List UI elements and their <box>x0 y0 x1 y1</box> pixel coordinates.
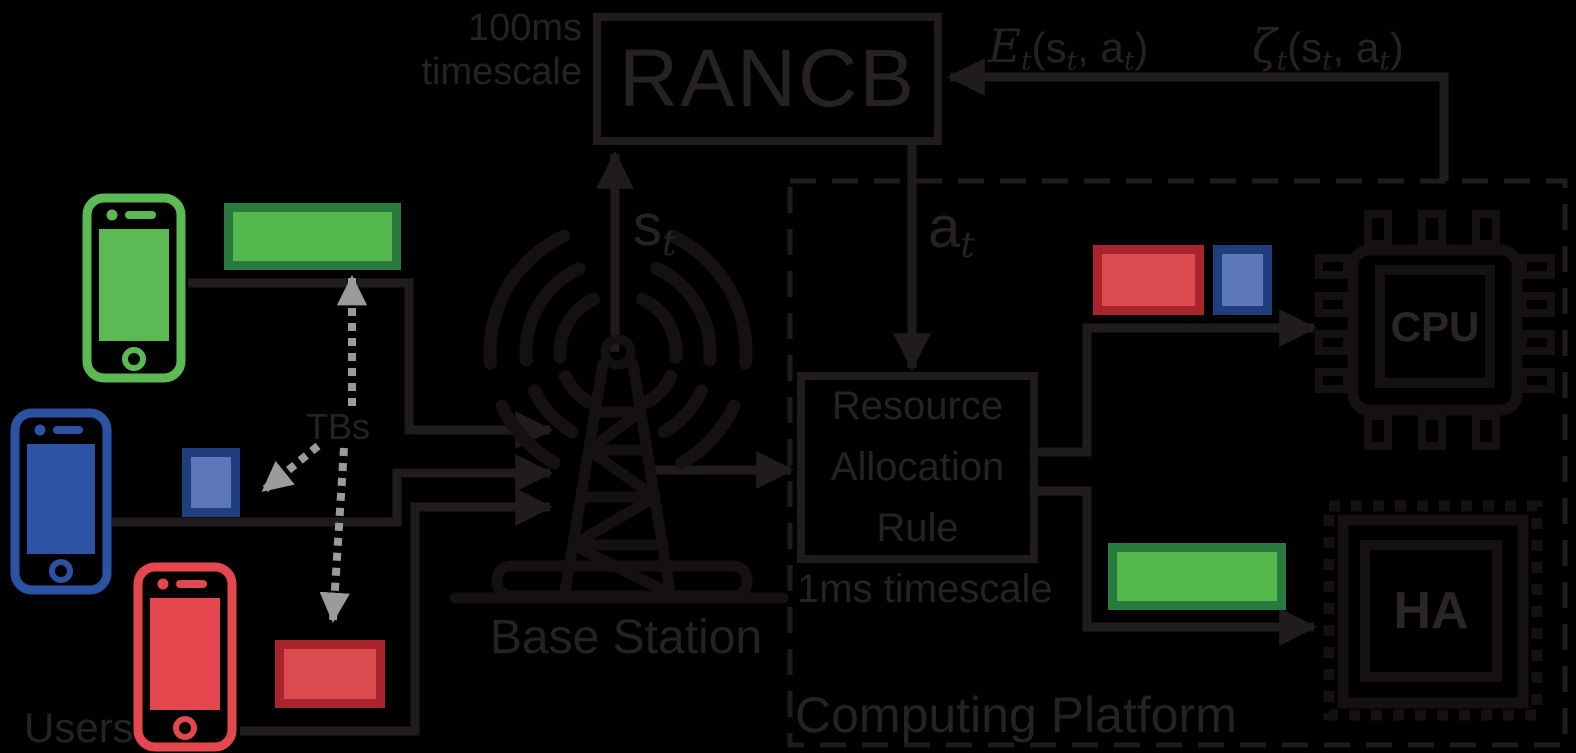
rancb-label: RANCB <box>618 33 917 124</box>
cost-fn: ζ <box>1252 20 1277 73</box>
cpu-label: CPU <box>1390 302 1480 350</box>
action-base: a <box>928 195 961 260</box>
feedback-arrow <box>946 58 1449 181</box>
energy-fn-sub: t <box>1021 46 1032 77</box>
cost-comma: , <box>1332 24 1345 71</box>
energy-open-paren: ( <box>1031 24 1046 71</box>
cost-arg2-sub: t <box>1379 46 1390 77</box>
tb-red-cpu <box>1093 245 1204 315</box>
tbs-label: TBs <box>306 406 371 447</box>
action-signal-label: at <box>928 194 975 266</box>
energy-arg2: a <box>1100 24 1124 71</box>
ha-label: HA <box>1393 582 1469 640</box>
cost-arg1-sub: t <box>1322 46 1333 77</box>
user-uplink-lines <box>112 278 554 736</box>
rar-to-cpu-arrow <box>1036 309 1318 457</box>
energy-arg2-sub: t <box>1123 46 1135 77</box>
tb-blue-cpu <box>1213 245 1272 315</box>
red-user-phone-icon <box>133 562 237 752</box>
cost-close-paren: ) <box>1389 24 1404 71</box>
rar-line2: Allocation <box>830 445 1005 489</box>
cost-arg2: a <box>1355 24 1380 71</box>
tb-green-user <box>224 203 401 270</box>
cost-arg1: s <box>1301 24 1323 71</box>
green-user-phone-icon <box>82 193 186 383</box>
resource-allocation-rule-label: Resource Allocation Rule <box>797 372 1038 563</box>
cost-fn-sub: t <box>1276 46 1288 77</box>
cpu-pins <box>1315 210 1555 450</box>
state-base: s <box>633 193 662 258</box>
users-label: Users <box>24 704 134 751</box>
blue-user-line <box>112 454 554 527</box>
cost-open-paren: ( <box>1287 24 1302 71</box>
energy-fn: E <box>988 20 1022 73</box>
computing-platform-label: Computing Platform <box>795 687 1237 743</box>
energy-comma: , <box>1077 24 1089 71</box>
cost-feedback-label: ζt(st,at) <box>1252 20 1404 76</box>
rancb-timescale-line2: timescale <box>421 51 583 93</box>
red-user-line <box>240 488 554 736</box>
action-subscript: t <box>960 225 975 267</box>
tb-blue-user <box>182 448 240 517</box>
energy-arg1: s <box>1045 24 1067 71</box>
tb-red-user <box>275 640 385 708</box>
energy-close-paren: ) <box>1134 24 1149 71</box>
rar-timescale-label: 1ms timescale <box>797 567 1053 611</box>
cpu-chip-icon <box>1315 210 1555 450</box>
tb-pointer-arrows <box>261 274 368 624</box>
rancb-timescale-label: 100ms timescale <box>400 6 583 94</box>
rar-to-ha-arrow <box>1036 486 1318 646</box>
ha-chip-icon <box>1323 500 1543 721</box>
rancb-box <box>593 13 942 145</box>
base-station-icon <box>449 229 789 604</box>
ha-pins <box>1323 500 1543 721</box>
antenna-hub <box>600 334 636 370</box>
rar-line1: Resource <box>831 384 1004 428</box>
tb-pointer-red <box>319 447 350 624</box>
tower-lattice <box>559 358 676 598</box>
tower-base-platform <box>491 560 753 602</box>
blue-user-phone-icon <box>10 408 112 595</box>
green-user-line <box>188 278 554 449</box>
rar-line3: Rule <box>876 506 959 550</box>
base-station-label: Base Station <box>489 611 763 664</box>
state-subscript: t <box>662 223 677 265</box>
tb-green-ha <box>1108 543 1286 610</box>
state-signal-label: st <box>633 192 676 264</box>
energy-feedback-label: Et(st,at) <box>988 20 1148 76</box>
radio-waves-icon <box>483 229 753 470</box>
rancb-timescale-line1: 100ms <box>467 7 582 49</box>
resource-allocation-rule-box <box>797 372 1038 563</box>
energy-arg1-sub: t <box>1066 46 1078 77</box>
tb-pointer-blue <box>261 442 321 494</box>
